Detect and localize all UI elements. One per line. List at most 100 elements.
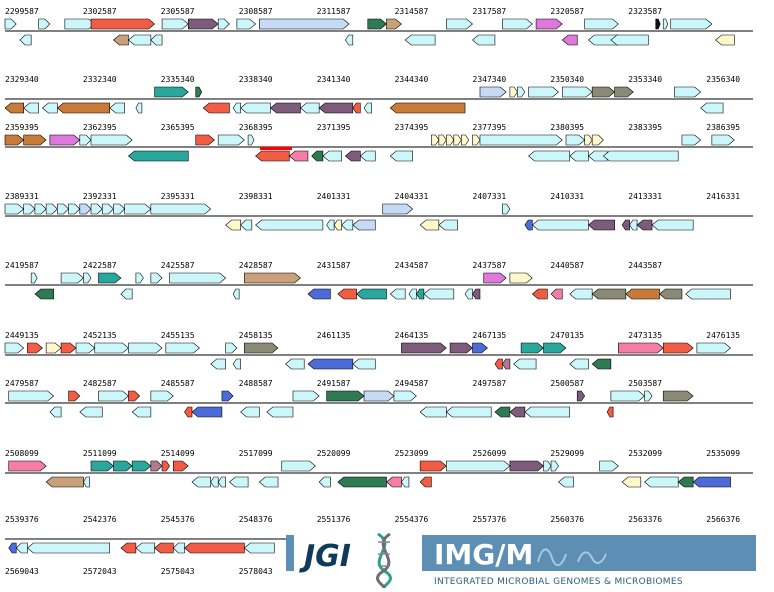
forward-gene-arrow[interactable]	[670, 18, 713, 30]
reverse-gene-arrow[interactable]	[494, 358, 503, 370]
reverse-gene-arrow[interactable]	[389, 150, 413, 162]
forward-gene-arrow[interactable]	[517, 86, 526, 98]
reverse-gene-arrow[interactable]	[524, 406, 571, 418]
reverse-gene-arrow[interactable]	[419, 476, 432, 488]
forward-gene-arrow[interactable]	[4, 203, 25, 215]
forward-gene-arrow[interactable]	[591, 86, 616, 98]
reverse-gene-arrow[interactable]	[700, 102, 724, 114]
forward-gene-arrow[interactable]	[550, 460, 559, 472]
reverse-gene-arrow[interactable]	[299, 102, 320, 114]
reverse-gene-arrow[interactable]	[83, 476, 90, 488]
forward-gene-arrow[interactable]	[446, 134, 455, 146]
reverse-gene-arrow[interactable]	[629, 219, 638, 231]
reverse-gene-arrow[interactable]	[472, 34, 496, 46]
forward-gene-arrow[interactable]	[591, 134, 604, 146]
forward-gene-arrow[interactable]	[101, 203, 114, 215]
forward-gene-arrow[interactable]	[113, 460, 133, 472]
reverse-gene-arrow[interactable]	[79, 406, 103, 418]
forward-gene-arrow[interactable]	[150, 272, 163, 284]
reverse-gene-arrow[interactable]	[591, 358, 612, 370]
forward-gene-arrow[interactable]	[584, 18, 619, 30]
reverse-gene-arrow[interactable]	[232, 358, 241, 370]
forward-gene-arrow[interactable]	[98, 390, 129, 402]
forward-gene-arrow[interactable]	[431, 134, 440, 146]
forward-gene-arrow[interactable]	[68, 203, 81, 215]
reverse-gene-arrow[interactable]	[34, 288, 54, 300]
reverse-gene-arrow[interactable]	[41, 102, 58, 114]
forward-gene-arrow[interactable]	[90, 460, 114, 472]
forward-gene-arrow[interactable]	[363, 390, 395, 402]
reverse-gene-arrow[interactable]	[561, 34, 578, 46]
reverse-gene-arrow[interactable]	[445, 406, 492, 418]
forward-gene-arrow[interactable]	[618, 342, 664, 354]
forward-gene-arrow[interactable]	[90, 134, 133, 146]
forward-gene-arrow[interactable]	[502, 203, 511, 215]
forward-gene-arrow[interactable]	[113, 203, 126, 215]
forward-gene-arrow[interactable]	[34, 203, 47, 215]
reverse-gene-arrow[interactable]	[8, 542, 17, 554]
reverse-gene-arrow[interactable]	[49, 406, 62, 418]
reverse-gene-arrow[interactable]	[464, 288, 473, 300]
forward-gene-arrow[interactable]	[187, 18, 219, 30]
forward-gene-arrow[interactable]	[292, 390, 320, 402]
reverse-gene-arrow[interactable]	[184, 406, 193, 418]
forward-gene-arrow[interactable]	[45, 342, 62, 354]
forward-gene-arrow[interactable]	[94, 342, 129, 354]
reverse-gene-arrow[interactable]	[15, 542, 28, 554]
reverse-gene-arrow[interactable]	[438, 219, 458, 231]
reverse-gene-arrow[interactable]	[243, 542, 275, 554]
reverse-gene-arrow[interactable]	[322, 150, 342, 162]
forward-gene-arrow[interactable]	[23, 203, 36, 215]
forward-gene-arrow[interactable]	[662, 342, 694, 354]
forward-gene-arrow[interactable]	[195, 86, 203, 98]
reverse-gene-arrow[interactable]	[386, 476, 402, 488]
reverse-gene-arrow[interactable]	[120, 288, 133, 300]
reverse-gene-arrow[interactable]	[363, 102, 372, 114]
reverse-gene-arrow[interactable]	[659, 288, 683, 300]
forward-gene-arrow[interactable]	[49, 134, 81, 146]
forward-gene-arrow[interactable]	[68, 390, 81, 402]
reverse-gene-arrow[interactable]	[4, 102, 25, 114]
forward-gene-arrow[interactable]	[655, 18, 661, 30]
forward-gene-arrow[interactable]	[23, 134, 47, 146]
reverse-gene-arrow[interactable]	[416, 288, 425, 300]
forward-gene-arrow[interactable]	[150, 203, 212, 215]
forward-gene-arrow[interactable]	[662, 18, 669, 30]
forward-gene-arrow[interactable]	[90, 203, 103, 215]
forward-gene-arrow[interactable]	[4, 18, 17, 30]
forward-gene-arrow[interactable]	[169, 272, 227, 284]
reverse-gene-arrow[interactable]	[644, 476, 679, 488]
forward-gene-arrow[interactable]	[150, 390, 174, 402]
reverse-gene-arrow[interactable]	[258, 476, 279, 488]
reverse-gene-arrow[interactable]	[606, 406, 614, 418]
reverse-gene-arrow[interactable]	[423, 288, 455, 300]
forward-gene-arrow[interactable]	[367, 18, 387, 30]
reverse-gene-arrow[interactable]	[550, 288, 563, 300]
forward-gene-arrow[interactable]	[161, 18, 189, 30]
reverse-gene-arrow[interactable]	[112, 34, 129, 46]
reverse-gene-arrow[interactable]	[135, 102, 143, 114]
forward-gene-arrow[interactable]	[453, 134, 462, 146]
reverse-gene-arrow[interactable]	[217, 476, 226, 488]
reverse-gene-arrow[interactable]	[677, 476, 694, 488]
forward-gene-arrow[interactable]	[509, 272, 533, 284]
reverse-gene-arrow[interactable]	[311, 150, 324, 162]
forward-gene-arrow[interactable]	[161, 460, 170, 472]
reverse-gene-arrow[interactable]	[651, 219, 694, 231]
reverse-gene-arrow[interactable]	[558, 476, 574, 488]
forward-gene-arrow[interactable]	[64, 18, 96, 30]
reverse-gene-arrow[interactable]	[401, 476, 410, 488]
reverse-gene-arrow[interactable]	[228, 476, 249, 488]
forward-gene-arrow[interactable]	[502, 18, 533, 30]
reverse-gene-arrow[interactable]	[513, 358, 537, 370]
reverse-gene-arrow[interactable]	[172, 542, 185, 554]
forward-gene-arrow[interactable]	[4, 342, 25, 354]
reverse-gene-arrow[interactable]	[337, 288, 357, 300]
forward-gene-arrow[interactable]	[565, 134, 586, 146]
reverse-gene-arrow[interactable]	[307, 358, 354, 370]
reverse-gene-arrow[interactable]	[318, 102, 354, 114]
reverse-gene-arrow[interactable]	[326, 219, 335, 231]
forward-gene-arrow[interactable]	[154, 86, 189, 98]
reverse-gene-arrow[interactable]	[472, 288, 481, 300]
reverse-gene-arrow[interactable]	[202, 102, 230, 114]
